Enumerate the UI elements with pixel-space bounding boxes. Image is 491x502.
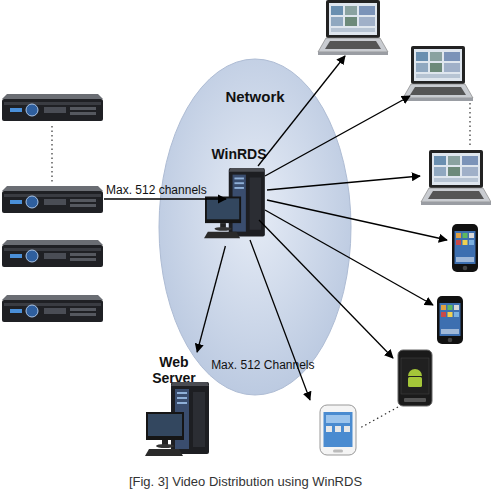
dvr-recorders xyxy=(2,94,103,322)
server-icons xyxy=(145,168,265,456)
phone-client xyxy=(452,224,478,272)
output-arrow xyxy=(258,56,345,166)
dvr-recorder xyxy=(2,295,103,322)
node-label: WinRDS xyxy=(203,146,275,162)
laptop-client xyxy=(403,46,473,101)
distribution-arrows xyxy=(104,56,447,400)
web-server-icon xyxy=(145,382,209,456)
node-label: Web Server xyxy=(148,354,200,386)
phone-client xyxy=(320,405,356,455)
phone-client xyxy=(437,296,463,344)
output-arrow xyxy=(265,210,433,305)
output-arrow xyxy=(265,96,410,176)
ellipsis-dots xyxy=(469,103,470,147)
node-label: Network xyxy=(158,88,352,105)
output-arrow xyxy=(267,200,447,240)
dvr-recorder xyxy=(2,240,103,267)
network-ellipse-shape xyxy=(159,59,351,395)
client-devices xyxy=(318,0,491,455)
winrds-server-icon xyxy=(204,168,265,238)
network-ellipse xyxy=(158,58,352,396)
connector-arrow xyxy=(197,246,225,352)
figure-caption: [Fig. 3] Video Distribution using WinRDS xyxy=(0,474,491,489)
laptop-client xyxy=(318,0,388,55)
edge-layer xyxy=(197,246,225,352)
laptop-client xyxy=(421,150,491,205)
phone-client xyxy=(398,350,432,406)
dvr-recorder xyxy=(2,94,103,121)
network-cloud: NetworkWinRDS xyxy=(158,58,352,396)
dvr-recorder xyxy=(2,186,103,213)
server-box: WinRDS xyxy=(203,144,275,246)
server-box: Web Server xyxy=(140,352,226,458)
output-arrow xyxy=(250,240,310,400)
ellipsis-dots xyxy=(51,126,52,182)
output-arrow xyxy=(259,220,393,358)
ellipsis-dots xyxy=(360,407,398,428)
output-arrow xyxy=(267,176,420,190)
input-arrow xyxy=(104,198,226,199)
